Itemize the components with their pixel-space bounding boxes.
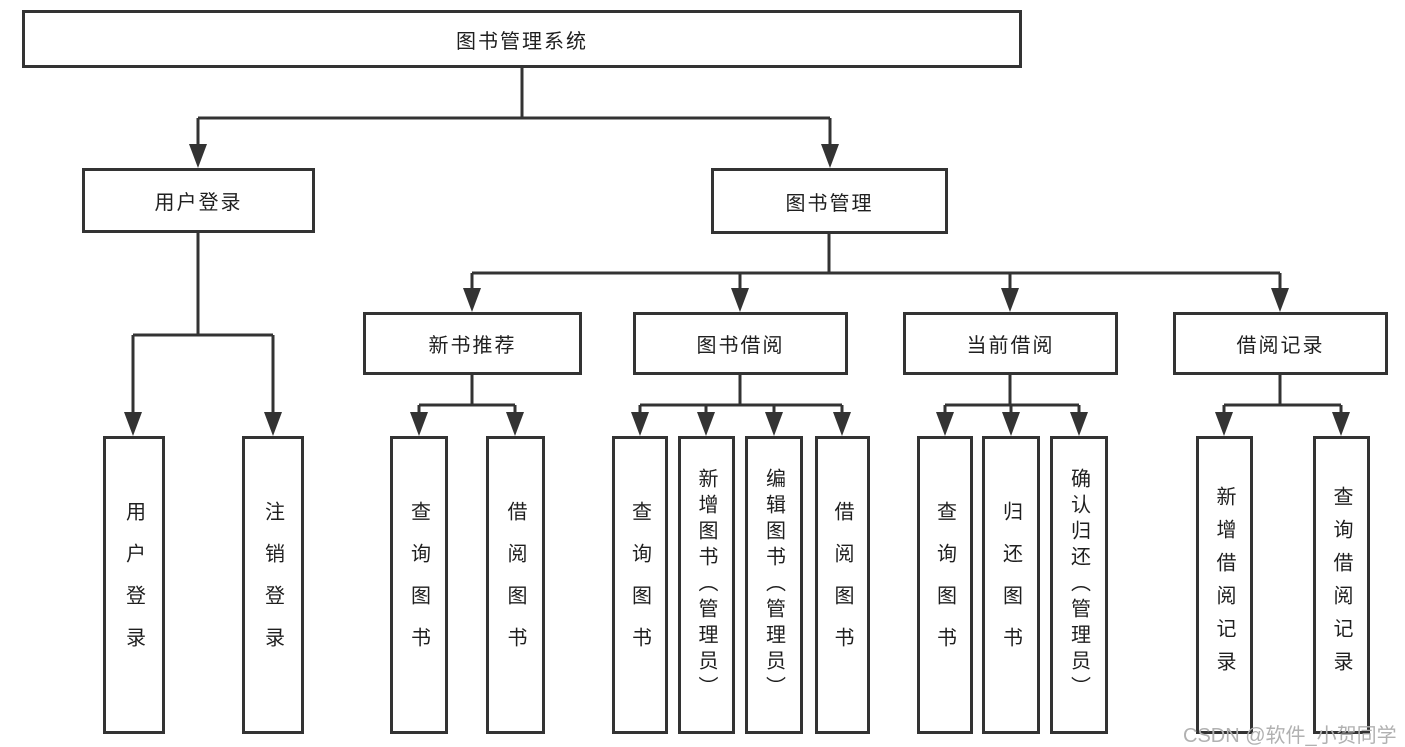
leaf-borrow-books: 借阅图书 [815,436,870,734]
node-system-root: 图书管理系统 [22,10,1022,68]
leaf-return-books: 归还图书 [982,436,1040,734]
node-book-management: 图书管理 [711,168,948,234]
node-book-borrow: 图书借阅 [633,312,848,375]
node-current-borrow: 当前借阅 [903,312,1118,375]
leaf-query-books-borrow: 查询图书 [612,436,668,734]
leaf-query-books-current: 查询图书 [917,436,973,734]
leaf-query-books-recommend: 查询图书 [390,436,448,734]
leaf-user-login: 用户登录 [103,436,165,734]
node-borrow-record: 借阅记录 [1173,312,1388,375]
node-new-book-recommend: 新书推荐 [363,312,582,375]
leaf-add-books-admin: 新增图书（管理员） [678,436,735,734]
leaf-query-borrow-record: 查询借阅记录 [1313,436,1370,734]
leaf-edit-books-admin: 编辑图书（管理员） [745,436,803,734]
node-user-login: 用户登录 [82,168,315,233]
leaf-borrow-books-recommend: 借阅图书 [486,436,545,734]
watermark-text: CSDN @软件_小贺同学 [1183,725,1397,747]
leaf-logout: 注销登录 [242,436,304,734]
leaf-confirm-return-admin: 确认归还（管理员） [1050,436,1108,734]
leaf-add-borrow-record: 新增借阅记录 [1196,436,1253,734]
